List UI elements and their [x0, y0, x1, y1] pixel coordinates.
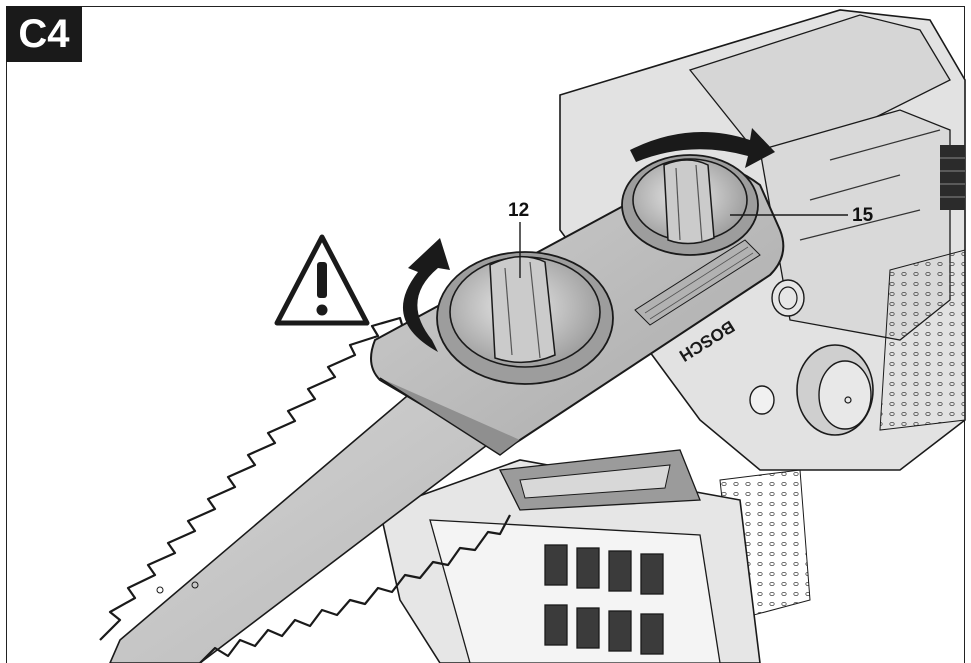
blade-cover-knob — [436, 251, 614, 385]
figure-tag: C4 — [6, 6, 82, 62]
warning-triangle-icon — [274, 234, 370, 326]
callout-15: 15 — [852, 205, 874, 226]
rotate-arrow-icon — [630, 128, 775, 168]
rotate-arrow-icon — [402, 238, 450, 352]
guide-bar — [99, 316, 522, 663]
front-handle — [379, 449, 761, 663]
chain-tension-knob — [621, 154, 759, 256]
callout-12: 12 — [508, 200, 530, 221]
side-knob — [749, 344, 874, 436]
